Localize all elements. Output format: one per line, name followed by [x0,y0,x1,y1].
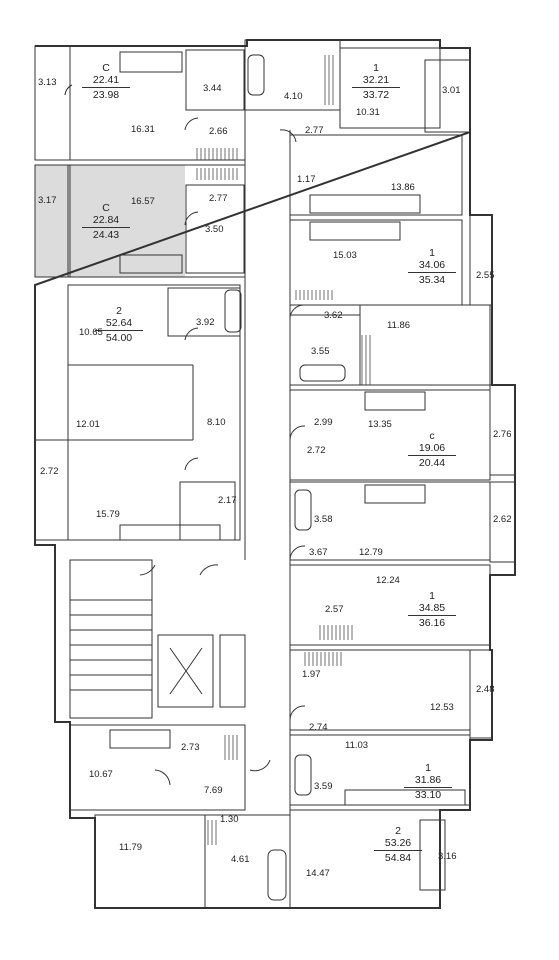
room-area: 7.69 [204,785,223,796]
room-area: 2.77 [209,193,228,204]
room-area: 12.01 [76,419,100,430]
room-area: 1.17 [297,174,316,185]
room-area: 4.61 [231,854,250,865]
room-area: 11.79 [119,842,143,853]
room-area: 3.50 [205,224,224,235]
room-area: 3.01 [442,85,461,96]
room-area: 2.57 [325,604,344,615]
room-area: 2.66 [209,126,228,137]
room-area: 14.47 [306,868,330,879]
room-area: 2.77 [305,125,324,136]
room-area: 11.03 [345,740,369,751]
room-area: 3.59 [314,781,333,792]
room-area: 1.30 [220,814,239,825]
room-area: 2.72 [307,445,326,456]
room-area: 10.31 [356,107,380,118]
room-area: 3.13 [38,77,57,88]
room-area: 10.67 [89,769,113,780]
room-area: 2.74 [309,722,328,733]
room-area: 4.10 [284,91,303,102]
room-area: 3.62 [324,310,343,321]
room-area: 2.76 [493,429,512,440]
room-area: 12.53 [430,702,454,713]
room-area: 2.55 [476,270,495,281]
room-area: 3.67 [309,547,328,558]
room-area: 2.48 [476,684,495,695]
room-area: 12.24 [376,575,400,586]
room-area: 15.03 [333,250,357,261]
room-area: 16.31 [131,124,155,135]
room-area: 2.99 [314,417,333,428]
room-area: 2.73 [181,742,200,753]
room-area: 2.62 [493,514,512,525]
room-area: 13.35 [368,419,392,430]
room-area: 2.72 [40,466,59,477]
room-area: 3.92 [196,317,215,328]
room-area: 3.44 [203,83,222,94]
room-area: 2.17 [218,495,237,506]
room-area: 3.58 [314,514,333,525]
room-area: 13.86 [391,182,415,193]
room-area: 3.16 [438,851,457,862]
room-area: 11.86 [387,320,411,331]
room-area: 10.65 [79,327,103,338]
room-area: 3.55 [311,346,330,357]
room-area: 1.97 [302,669,321,680]
room-area: 15.79 [96,509,120,520]
room-area: 8.10 [207,417,226,428]
room-area: 3.17 [38,195,57,206]
room-area: 16.57 [131,196,155,207]
room-area: 12.79 [359,547,383,558]
